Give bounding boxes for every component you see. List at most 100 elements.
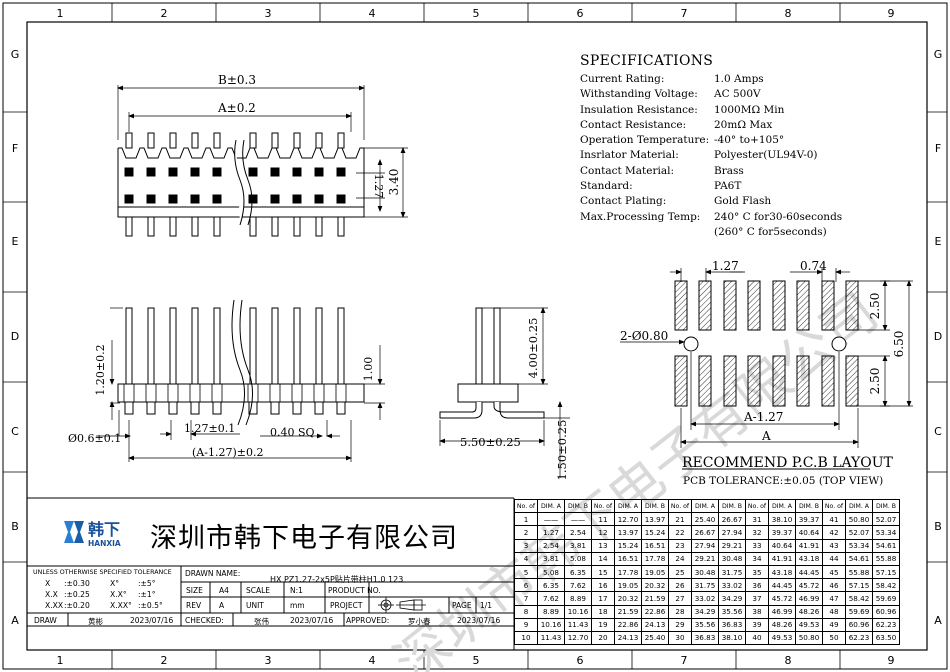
pin-square xyxy=(336,167,346,177)
spec-row: Contact Plating:Gold Flash xyxy=(580,194,880,209)
table-cell: 26 xyxy=(668,578,692,593)
table-cell: 12.70 xyxy=(564,630,592,646)
table-cell: 45 xyxy=(822,564,846,580)
spec-label: Contact Plating: xyxy=(580,195,667,208)
body-slot xyxy=(247,383,259,403)
table-cell: 46.99 xyxy=(795,591,823,606)
table-cell: 29.21 xyxy=(718,538,746,553)
table-cell: 16.51 xyxy=(641,538,669,553)
break-mark xyxy=(231,299,245,426)
table-cell: 22 xyxy=(668,525,692,540)
table-cell: 60.96 xyxy=(872,604,900,619)
table-cell: 44.45 xyxy=(795,564,823,580)
row-label: A xyxy=(11,614,19,627)
table-cell: 31.75 xyxy=(718,564,746,580)
tolerance-cell: X.X° xyxy=(110,590,127,599)
spec-label: Contact Resistance: xyxy=(580,118,687,131)
pin-post xyxy=(190,401,200,415)
row-label: G xyxy=(934,48,943,61)
table-cell: 5.08 xyxy=(564,551,592,566)
table-cell: 25.40 xyxy=(691,512,719,527)
pin-top xyxy=(213,132,221,149)
page-value: 1/1 xyxy=(480,601,493,610)
tolerance-cell: :±0.20 xyxy=(64,601,90,610)
table-cell: 46.99 xyxy=(768,604,796,619)
pcb-pad xyxy=(698,280,712,331)
pin-post xyxy=(336,401,346,415)
table-cell: 13.97 xyxy=(641,512,669,527)
tolerance-cell: X° xyxy=(110,579,119,588)
approved-name: 罗小春 xyxy=(408,617,431,626)
table-cell: 57.15 xyxy=(845,578,873,593)
pin-square xyxy=(270,194,280,204)
table-cell: 20.32 xyxy=(641,578,669,593)
pin-square xyxy=(124,167,134,177)
pcb-pad xyxy=(723,280,737,331)
checked-date: 2023/07/16 xyxy=(290,616,334,625)
pcb-pad xyxy=(674,355,688,407)
row-label: E xyxy=(935,235,942,248)
table-cell: 35 xyxy=(745,564,769,580)
table-cell: 52.07 xyxy=(845,525,873,540)
spec-label: Insulation Resistance: xyxy=(580,103,698,116)
table-cell: 49 xyxy=(822,617,846,632)
spec-row: Insrlator Material:Polyester(UL94V-0) xyxy=(580,148,880,163)
col-label: 5 xyxy=(473,7,480,20)
draw-name: 黄彬 xyxy=(88,617,103,626)
pin-square xyxy=(212,194,222,204)
col-label: 7 xyxy=(681,7,688,20)
spec-label xyxy=(580,225,714,240)
col-label: 1 xyxy=(57,654,64,667)
pin-top xyxy=(125,132,133,149)
body-slot xyxy=(167,383,179,403)
dim-340-label: 3.40 xyxy=(387,169,401,196)
pcb-dim-holes: 2-Ø0.80 xyxy=(620,329,668,343)
col-label: 3 xyxy=(265,654,272,667)
dim-120-label: 1.20±0.2 xyxy=(94,344,107,395)
pin-bottom xyxy=(315,216,323,237)
spec-value: 1000MΩ Min xyxy=(714,103,785,116)
table-cell: 10.16 xyxy=(537,617,565,632)
table-cell: 29 xyxy=(668,617,692,632)
table-cell: 19 xyxy=(591,617,615,632)
table-cell: 11.43 xyxy=(564,617,592,632)
checked-name: 张伟 xyxy=(254,617,269,626)
pcb-pad xyxy=(821,355,835,407)
pcb-pad xyxy=(772,355,786,407)
table-cell: 26.67 xyxy=(718,512,746,527)
table-cell: 30 xyxy=(668,630,692,646)
dim-550-label: 5.50±0.25 xyxy=(460,435,521,449)
pcb-pad xyxy=(747,280,761,331)
pcb-dim-650: 6.50 xyxy=(892,331,906,358)
pin-square xyxy=(292,194,302,204)
spec-row: Withstanding Voltage:AC 500V xyxy=(580,87,880,102)
logo-cn: 韩下 xyxy=(88,520,120,539)
pcb-dim-a: A xyxy=(761,429,771,443)
pcb-tolerance: PCB TOLERANCE:±0.05 (TOP VIEW) xyxy=(683,475,883,487)
pcb-pad xyxy=(821,280,835,331)
table-cell: 60.96 xyxy=(845,617,873,632)
table-cell: 38.10 xyxy=(768,512,796,527)
col-label: 2 xyxy=(161,7,168,20)
drawn-name: HX PZ1.27-2x5P贴片带柱H1.0 123 xyxy=(270,575,404,584)
pin-square xyxy=(124,194,134,204)
row-label: G xyxy=(11,48,20,61)
table-cell: 47 xyxy=(822,591,846,606)
pin-post xyxy=(314,401,324,415)
table-cell: 42 xyxy=(822,525,846,540)
table-cell: 19.05 xyxy=(641,564,669,580)
pin-square xyxy=(314,194,324,204)
dim-100-label: 1.00 xyxy=(362,357,375,382)
pin-top xyxy=(147,132,155,149)
pin-top xyxy=(249,132,257,149)
dim-a-label: A±0.2 xyxy=(217,101,256,115)
pcb-pad xyxy=(796,280,810,331)
spec-value: AC 500V xyxy=(714,88,761,101)
table-cell: 9 xyxy=(514,617,538,632)
pcb-pad xyxy=(796,355,810,407)
body-slot xyxy=(269,383,281,403)
pin-square xyxy=(292,167,302,177)
